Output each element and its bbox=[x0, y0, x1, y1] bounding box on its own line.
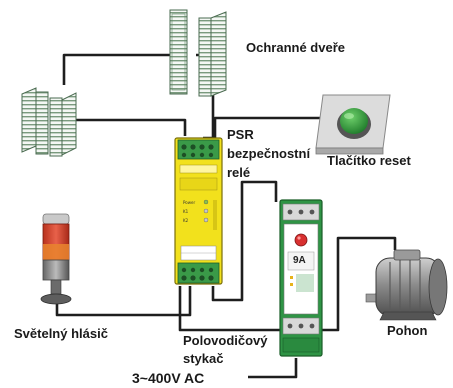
label-ochranne-dvere: Ochranné dveře bbox=[246, 40, 345, 55]
solid-state-contactor bbox=[279, 199, 323, 357]
wire-contactor-to-motor bbox=[322, 236, 397, 332]
wire-upper-door-to-relay bbox=[62, 53, 170, 85]
label-polovodicovy-line1: Polovodičový bbox=[183, 333, 268, 348]
upper-safety-door bbox=[169, 9, 227, 97]
signal-beacon bbox=[40, 213, 72, 305]
label-psr-line1: PSR bbox=[227, 127, 254, 142]
label-napajeni: 3~400V AC bbox=[132, 370, 205, 386]
wire-beacon-to-relay bbox=[55, 286, 192, 317]
wire-supply bbox=[248, 358, 298, 379]
label-pohon: Pohon bbox=[387, 323, 428, 338]
svg-text:K2: K2 bbox=[183, 218, 189, 223]
reset-button-cap bbox=[340, 108, 368, 134]
svg-text:K1: K1 bbox=[183, 209, 189, 214]
wire-relay-to-contactor bbox=[211, 180, 278, 302]
label-polovodicovy-line2: stykač bbox=[183, 351, 224, 366]
wire-lower-door-to-relay bbox=[75, 118, 187, 136]
label-psr-line3: relé bbox=[227, 165, 251, 180]
label-tlacitko-reset: Tlačítko reset bbox=[327, 153, 411, 168]
wire-relay-to-contactor-2 bbox=[178, 286, 292, 335]
contactor-indicator-led bbox=[294, 233, 308, 247]
lower-safety-door bbox=[21, 87, 77, 157]
reset-button-box bbox=[315, 94, 391, 155]
wire-reset-to-relay bbox=[213, 116, 323, 145]
contactor-rating: 9A bbox=[293, 255, 306, 266]
motor-drive bbox=[365, 249, 448, 321]
svg-text:Power: Power bbox=[183, 200, 195, 205]
label-psr-line2: bezpečnostní bbox=[227, 146, 311, 161]
label-svetelny-hlasic: Světelný hlásič bbox=[14, 326, 108, 341]
safety-relay-psr: Power K1 K2 bbox=[174, 137, 223, 285]
